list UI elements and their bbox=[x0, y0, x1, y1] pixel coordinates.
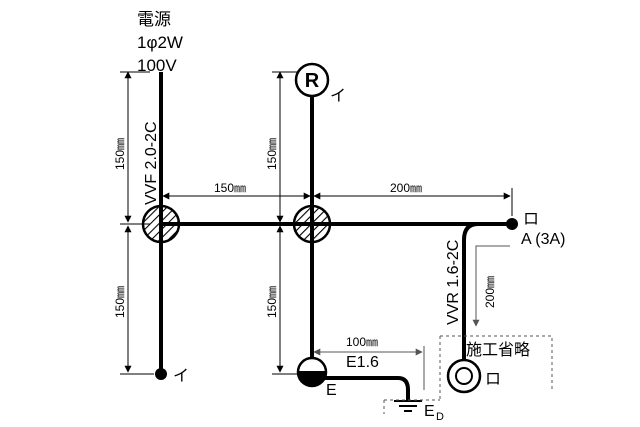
dim-horizontal-right: 200㎜ bbox=[390, 181, 422, 195]
ground-label: E bbox=[424, 403, 435, 420]
dim-ground-run: 100㎜ bbox=[346, 335, 378, 349]
wire-lamp-branch bbox=[462, 222, 512, 360]
power-source-line1: 電源 bbox=[137, 10, 171, 29]
dim-bottom-mid: 150㎜ bbox=[265, 286, 279, 318]
receptacle-tag: イ bbox=[330, 88, 346, 105]
switch-tag: ロ bbox=[523, 211, 539, 228]
lamp-tag: ロ bbox=[485, 371, 501, 388]
lamp-symbol: ロ bbox=[446, 358, 501, 394]
wire-ground bbox=[312, 376, 410, 400]
dimension-lines-secondary bbox=[313, 245, 510, 390]
cable-ground-label: E1.6 bbox=[346, 354, 379, 371]
cable-main-label: VVF 2.0-2C bbox=[143, 121, 160, 205]
wires bbox=[159, 72, 512, 400]
outlet-ground-mark: E bbox=[326, 382, 337, 399]
power-source-label: 電源 1φ2W 100V bbox=[137, 10, 183, 75]
switch-rating: A (3A) bbox=[521, 231, 565, 248]
dim-horizontal-left: 150㎜ bbox=[214, 181, 246, 195]
pilot-dot: イ bbox=[155, 368, 189, 385]
omitted-note: 施工省略 bbox=[466, 341, 530, 359]
power-source-line2: 1φ2W bbox=[137, 33, 183, 52]
cable-branch-label: VVR 1.6-2C bbox=[445, 240, 462, 325]
dim-lamp-drop: 200㎜ bbox=[483, 276, 497, 308]
dimension-lines bbox=[120, 71, 513, 375]
dim-top-left: 150㎜ bbox=[113, 138, 127, 170]
switch-symbol: ロ A (3A) bbox=[506, 211, 565, 248]
grounded-outlet-symbol: E bbox=[296, 356, 337, 399]
ground-subscript: D bbox=[436, 411, 444, 423]
pilot-tag: イ bbox=[173, 368, 189, 385]
omitted-area-box: 施工省略 bbox=[383, 335, 553, 414]
junction-box-mid bbox=[292, 204, 332, 244]
dim-bottom-left: 150㎜ bbox=[113, 286, 127, 318]
ground-symbol bbox=[394, 400, 422, 412]
receptacle-letter: R bbox=[305, 70, 320, 92]
dim-top-mid: 150㎜ bbox=[265, 138, 279, 170]
receptacle-symbol: R イ bbox=[294, 62, 346, 105]
power-source-line3: 100V bbox=[137, 56, 177, 75]
